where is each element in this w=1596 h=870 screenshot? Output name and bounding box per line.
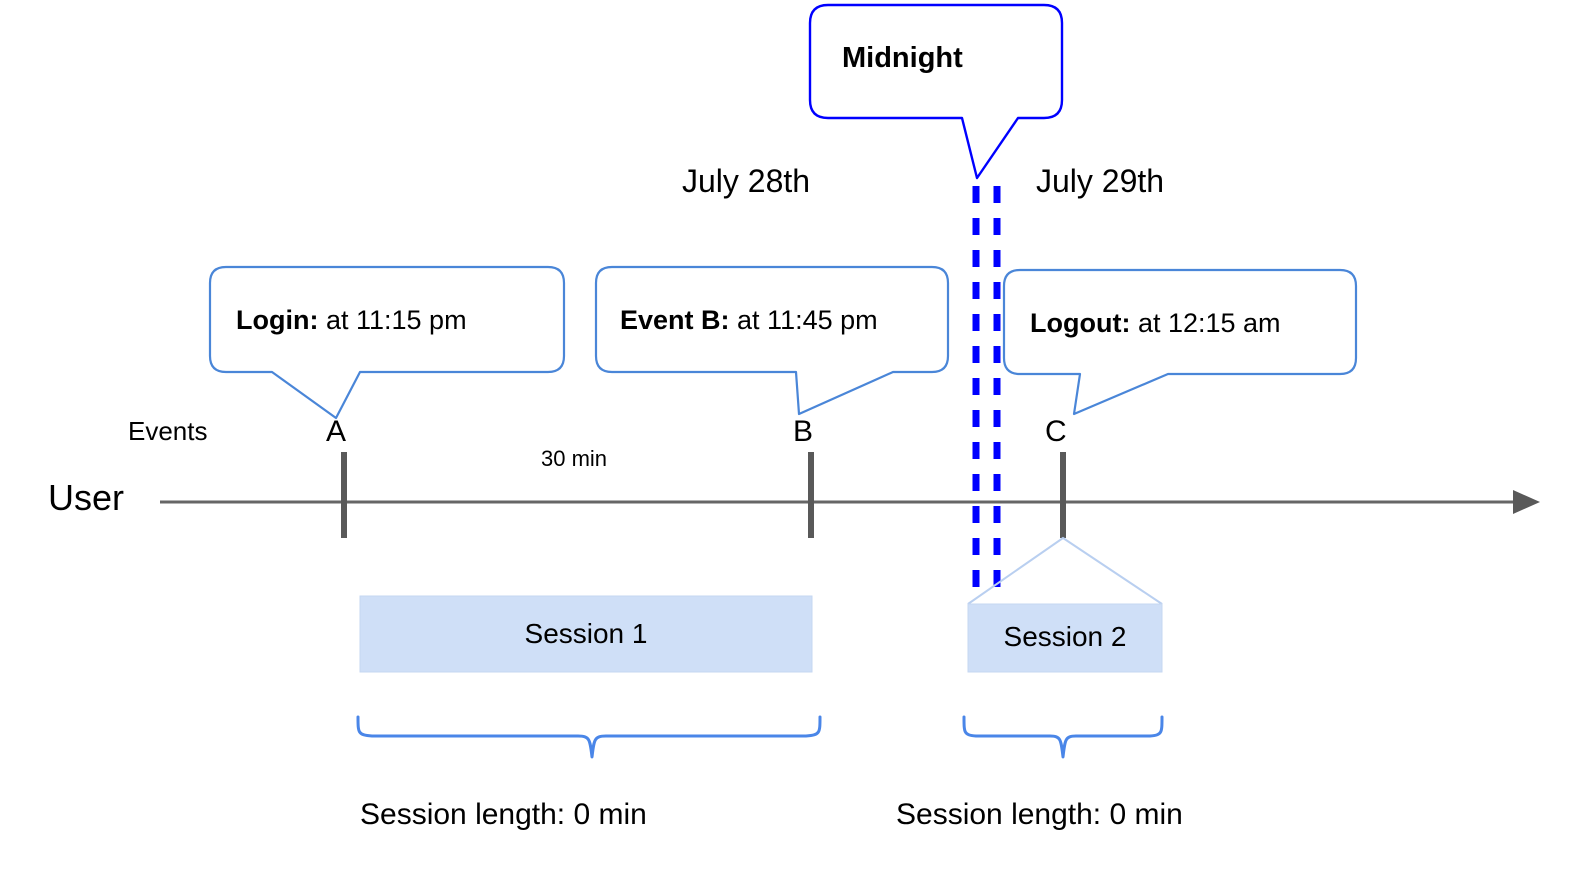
session-2-leader-lines — [967, 536, 1163, 605]
date-label-right: July 29th — [1036, 163, 1165, 199]
session-box-1 — [359, 595, 813, 673]
gap-duration-label: 30 min — [541, 446, 608, 471]
callout-c-rest: at 12:15 am — [1130, 308, 1281, 338]
callout-b-rest: at 11:45 pm — [729, 305, 878, 335]
date-label-left: July 28th — [682, 163, 811, 199]
session-length-label-1: Session length: 0 min — [360, 798, 647, 831]
callout-a-rest: at 11:15 pm — [318, 305, 467, 335]
callout-text-b: Event B: at 11:45 pm — [620, 307, 878, 334]
event-letter-b: B — [793, 415, 814, 448]
session-length-label-2: Session length: 0 min — [896, 798, 1183, 831]
midnight-callout-shape — [808, 3, 1064, 180]
session-label-1: Session 1 — [524, 618, 648, 649]
event-letter-a: A — [326, 415, 347, 448]
events-row-label: Events — [128, 416, 208, 446]
callout-a-bold: Login: — [236, 305, 319, 335]
callout-shape-a — [208, 265, 566, 420]
user-row-label: User — [48, 477, 125, 518]
session-label-2: Session 2 — [1003, 621, 1127, 652]
midnight-label: Midnight — [842, 42, 963, 74]
callout-b-bold: Event B: — [620, 305, 730, 335]
event-letter-c: C — [1045, 415, 1067, 448]
session-2-brace — [962, 715, 1164, 759]
session-1-brace — [356, 715, 822, 759]
session-box-2 — [967, 603, 1163, 673]
callout-text-c: Logout: at 12:15 am — [1030, 310, 1281, 337]
callout-shape-c — [1002, 268, 1358, 416]
callout-shape-b — [594, 265, 950, 416]
callout-text-a: Login: at 11:15 pm — [236, 307, 467, 334]
callout-c-bold: Logout: — [1030, 308, 1131, 338]
